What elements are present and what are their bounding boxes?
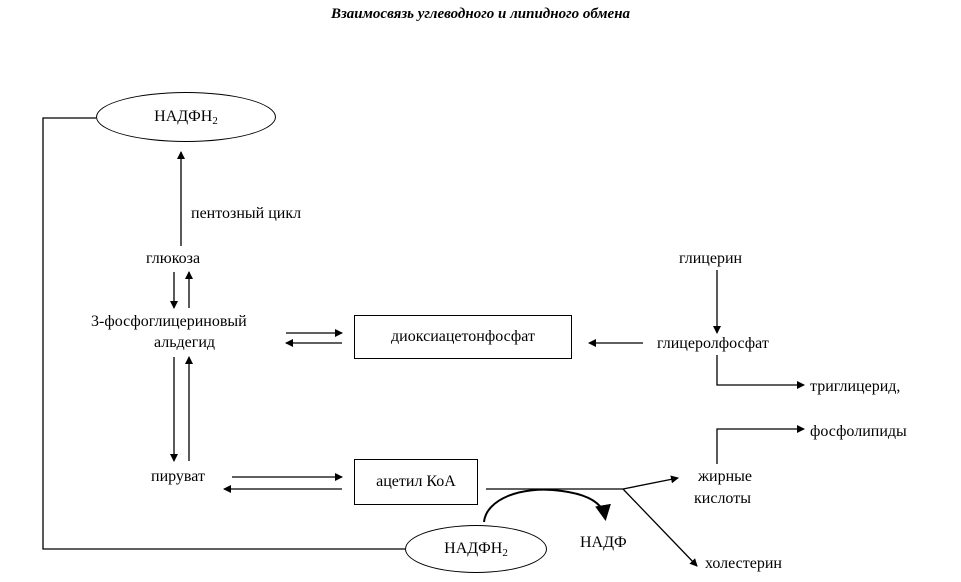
acetyl-coa-box: ацетил КоА [354, 459, 478, 505]
arrow-nadph-to-nadp [483, 488, 611, 523]
pyruvate-label: пируват [151, 468, 205, 485]
pga-label-line1: 3-фосфоглицериновый [91, 313, 247, 330]
dhap-box: диоксиацетонфосфат [354, 315, 572, 359]
triglyceride-label: триглицерид, [810, 378, 901, 395]
arrow-to-fatty-acids [622, 475, 679, 490]
nadp-label: НАДФ [580, 534, 627, 551]
nadph-top-oval: НАДФН2 [96, 92, 276, 142]
nadph-bottom-oval: НАДФН2 [405, 525, 547, 573]
arrow-to-triglyceride [716, 355, 805, 389]
glycerophosphate-label: глицеролфосфат [657, 335, 769, 352]
diagram-title: Взаимосвязь углеводного и липидного обме… [330, 6, 631, 22]
glycerol-label: глицерин [679, 250, 743, 267]
pentose-cycle-label: пентозный цикл [191, 205, 302, 222]
nadph-bottom-label: НАДФН2 [444, 539, 508, 559]
arrow-to-phospholipids [716, 425, 805, 464]
line-nadph-loop [42, 117, 405, 550]
fatty-acids-label-line1: жирные [698, 468, 753, 485]
nadph-top-label: НАДФН2 [154, 107, 218, 127]
arrow-to-cholesterol [622, 488, 698, 567]
dhap-label: диоксиацетонфосфат [391, 328, 535, 345]
phospholipids-label: фосфолипиды [810, 423, 907, 440]
pga-label-line2: альдегид [154, 334, 216, 351]
fatty-acids-label-line2: кислоты [694, 490, 751, 507]
cholesterol-label: холестерин [705, 555, 782, 572]
acetyl-coa-label: ацетил КоА [376, 473, 456, 490]
glucose-label: глюкоза [146, 250, 201, 267]
